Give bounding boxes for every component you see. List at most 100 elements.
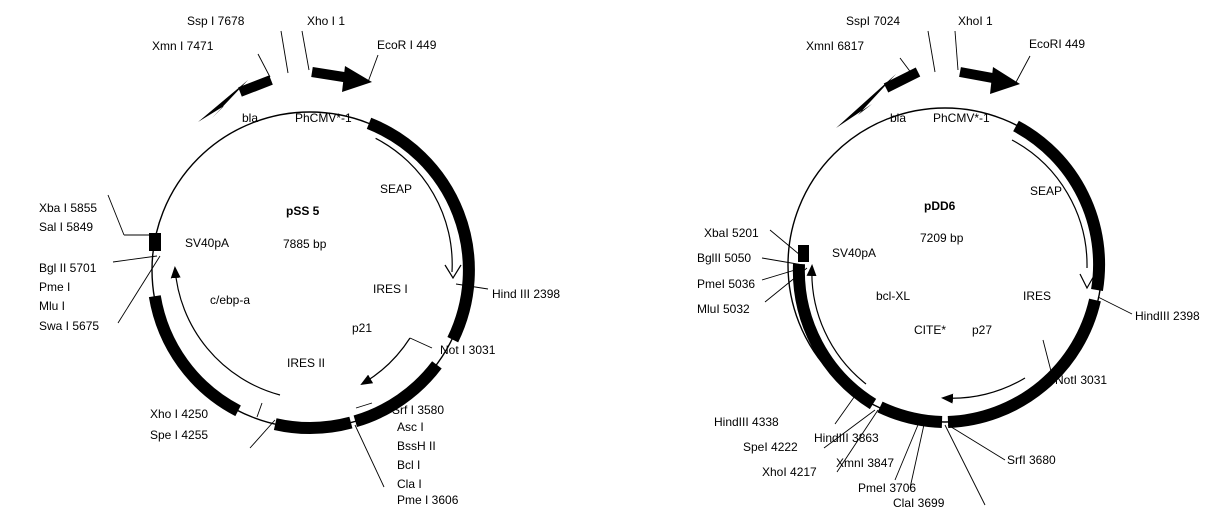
right-site-pme3706: PmeI 3706 — [858, 481, 916, 495]
left-site-sal: Sal I 5849 — [39, 220, 93, 234]
left-site-line-xba — [107, 194, 125, 236]
left-seap-arrowhead — [444, 264, 462, 280]
left-cebpa-segment — [148, 295, 241, 417]
right-site-hind2398: HindIII 2398 — [1135, 309, 1200, 323]
right-site-xho1: XhoI 1 — [958, 14, 993, 28]
right-bla-arrow — [836, 74, 896, 128]
right-seap-label: SEAP — [1030, 184, 1062, 198]
right-site-line-xho4217 — [836, 409, 879, 473]
left-site-line-ecor — [367, 54, 379, 83]
left-seap-label: SEAP — [380, 182, 412, 196]
left-site-mlu: Mlu I — [39, 299, 65, 313]
right-site-line-cla — [944, 424, 986, 506]
left-sv40pa-block — [149, 233, 161, 251]
right-site-xmn: XmnI 6817 — [806, 39, 864, 53]
left-site-xho1: Xho I 1 — [307, 14, 345, 28]
right-cite-label: CITE* — [914, 323, 946, 337]
right-site-ssp: SspI 7024 — [846, 14, 900, 28]
right-site-line-xmn — [899, 57, 913, 75]
left-site-line-bgl — [112, 255, 158, 263]
right-plasmid-size: 7209 bp — [920, 231, 964, 245]
left-site-line-xmn — [257, 53, 271, 78]
right-sv40pa-label: SV40pA — [832, 246, 876, 260]
left-bla-label: bla — [242, 111, 258, 125]
right-cite-segment — [877, 401, 943, 428]
right-p27-segment — [947, 298, 1101, 428]
right-site-pme: PmeI 5036 — [697, 277, 755, 291]
left-site-pme3606: Pme I 3606 — [397, 493, 459, 507]
right-bla-label: bla — [890, 111, 906, 125]
right-promoter-segment — [959, 67, 999, 84]
left-seap-orf-arrow — [375, 137, 453, 273]
left-site-line-ssp — [280, 30, 289, 74]
right-site-ecor: EcoRI 449 — [1029, 37, 1085, 51]
left-site-line-hind — [455, 283, 489, 290]
left-p21-label: p21 — [352, 321, 372, 335]
left-site-line-pme — [354, 424, 385, 488]
left-ires2-label: IRES II — [287, 356, 325, 370]
left-site-srf: Srf I 3580 — [392, 403, 444, 417]
right-plasmid-name: pDD6 — [924, 199, 956, 213]
left-site-asc: Asc I — [397, 420, 424, 434]
left-plasmid-size: 7885 bp — [283, 237, 327, 251]
right-seap-orf-arrow — [1011, 139, 1088, 269]
right-site-srf: SrfI 3680 — [1007, 453, 1056, 467]
left-site-bcl: Bcl I — [397, 458, 420, 472]
left-cebpa-label: c/ebp-a — [210, 293, 250, 307]
left-site-cla: Cla I — [397, 477, 422, 491]
left-site-spe: Spe I 4255 — [150, 428, 208, 442]
right-sv40pa-block — [798, 245, 809, 262]
left-site-line-xho4250 — [256, 402, 263, 418]
right-site-line-ssp — [927, 30, 936, 73]
right-site-hind3863: HindIII 3863 — [814, 431, 879, 445]
right-site-xba: XbaI 5201 — [704, 226, 759, 240]
left-site-bgl: Bgl II 5701 — [39, 261, 97, 275]
left-cebpa-orf-arrow — [170, 266, 281, 396]
right-site-line-mlu — [764, 267, 808, 303]
left-p21-orf-arrow — [360, 337, 411, 386]
right-site-not: NotI 3031 — [1055, 373, 1107, 387]
left-site-xba: Xba I 5855 — [39, 201, 97, 215]
left-ires1-label: IRES I — [373, 282, 408, 296]
left-site-xho4250: Xho I 4250 — [150, 407, 208, 421]
right-bla-segment — [883, 67, 921, 93]
left-site-line-spe — [249, 419, 276, 449]
left-site-ssp: Ssp I 7678 — [187, 14, 245, 28]
right-site-cla: ClaI 3699 — [893, 496, 945, 507]
right-site-line-pme — [761, 266, 806, 281]
left-plasmid-map: pSS 5 7885 bp bla PhCMV*-1 SEAP SV40pA I… — [39, 14, 560, 507]
left-sv40pa-label: SV40pA — [185, 236, 229, 250]
left-promoter-segment — [311, 67, 351, 83]
left-restriction-site-lines — [107, 30, 489, 488]
left-ires2-segment — [273, 416, 353, 434]
right-plasmid-map: pDD6 7209 bp bla PhCMV*-1 SEAP SV40pA bc… — [697, 14, 1200, 507]
right-site-xho4217: XhoI 4217 — [762, 465, 817, 479]
right-restriction-site-lines — [761, 30, 1133, 506]
right-p27-orf-arrow — [941, 377, 1026, 404]
left-promoter-label: PhCMV*-1 — [295, 111, 352, 125]
right-promoter-label: PhCMV*-1 — [933, 111, 990, 125]
right-site-line-ecor — [1014, 55, 1031, 85]
left-site-ecor: EcoR I 449 — [377, 38, 437, 52]
right-site-line-xba — [769, 229, 801, 256]
left-plasmid-name: pSS 5 — [286, 204, 320, 218]
right-bclxl-segment — [792, 263, 877, 410]
right-site-line-bgl — [761, 257, 804, 266]
right-site-spe: SpeI 4222 — [743, 440, 798, 454]
right-bclxl-label: bcl-XL — [876, 289, 910, 303]
right-site-line-xho1 — [954, 30, 959, 71]
right-promoter-arrow — [990, 67, 1020, 94]
left-promoter-arrow — [342, 66, 372, 92]
right-site-line-hind3863 — [894, 419, 921, 481]
right-seap-arrowhead — [1079, 273, 1096, 290]
left-site-pme: Pme I — [39, 280, 70, 294]
left-site-line-srf — [355, 402, 373, 409]
right-site-line-spe — [823, 409, 876, 449]
right-site-line-hind4338 — [834, 392, 858, 425]
left-site-line-swa — [117, 255, 161, 324]
right-ires-label: IRES — [1023, 289, 1051, 303]
left-bla-segment — [238, 75, 273, 97]
right-p27-label: p27 — [972, 323, 992, 337]
left-site-xmn: Xmn I 7471 — [152, 39, 214, 53]
